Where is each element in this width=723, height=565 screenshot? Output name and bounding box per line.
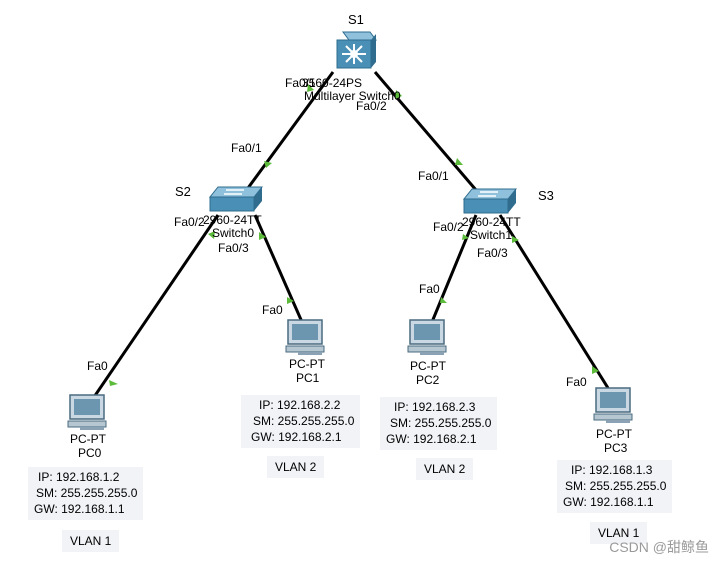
- port-label: Fa0/1: [418, 169, 449, 183]
- port-up-indicator: [307, 84, 314, 92]
- watermark: CSDN @甜鲸鱼: [609, 539, 709, 555]
- pc1-gw: GW: 192.168.2.1: [251, 430, 342, 444]
- port-up-indicator: [109, 380, 118, 386]
- link-s2-pc0: [90, 214, 220, 401]
- pc2-ip: IP: 192.168.2.3: [394, 400, 476, 414]
- port-up-indicator: [512, 236, 519, 243]
- port-label: Fa0: [262, 303, 283, 317]
- port-up-indicator: [462, 234, 469, 240]
- link-s1-s2: [246, 71, 335, 189]
- pc1-vlan: VLAN 2: [267, 456, 325, 478]
- link-s2-pc1: [253, 214, 304, 323]
- pc1-info: IP: 192.168.2.2 SM: 255.255.255.0 GW: 19…: [241, 395, 361, 448]
- port-label: Fa0/1: [231, 141, 262, 155]
- port-up-indicator: [287, 297, 294, 304]
- pc0-ip: IP: 192.168.1.2: [38, 470, 120, 484]
- port-label: Fa0: [87, 359, 108, 373]
- pc2-vlan: VLAN 2: [416, 458, 474, 480]
- multilayer-switch-icon[interactable]: [336, 31, 377, 69]
- pc1-sm: SM: 255.255.255.0: [253, 414, 355, 428]
- port-up-indicator: [208, 231, 215, 239]
- s1-name: S1: [348, 12, 364, 27]
- port-label: Fa0: [566, 375, 587, 389]
- link-s3-pc3: [498, 214, 610, 389]
- s2-name: S2: [175, 184, 191, 199]
- port-label: Fa0/2: [433, 220, 464, 234]
- port-up-indicator: [592, 366, 599, 374]
- pc3-info: IP: 192.168.1.3 SM: 255.255.255.0 GW: 19…: [557, 460, 673, 513]
- port-up-indicator: [440, 297, 447, 303]
- pc2-type: PC-PT: [410, 359, 446, 373]
- port-label: Fa0/2: [174, 215, 205, 229]
- pc-icon[interactable]: [285, 319, 325, 355]
- s2-model: 2960-24TT: [203, 213, 262, 227]
- port-up-indicator: [259, 232, 266, 240]
- s3-name: S3: [538, 188, 554, 203]
- s1-model: 3560-24PS: [302, 76, 363, 90]
- pc0-info: IP: 192.168.1.2 SM: 255.255.255.0 GW: 19…: [28, 467, 144, 520]
- pc3-name: PC3: [604, 441, 628, 455]
- pc0-name: PC0: [78, 446, 102, 460]
- pc3-ip: IP: 192.168.1.3: [571, 463, 653, 477]
- port-label: Fa0: [419, 282, 440, 296]
- switch-icon[interactable]: [462, 188, 518, 214]
- pc1-name: PC1: [296, 371, 320, 385]
- pc2-sm: SM: 255.255.255.0: [390, 416, 492, 430]
- pc0-type: PC-PT: [70, 432, 106, 446]
- pc-icon[interactable]: [593, 387, 633, 423]
- pc0-vlan: VLAN 1: [62, 530, 120, 552]
- port-up-indicator: [395, 90, 402, 99]
- switch-icon[interactable]: [208, 186, 264, 212]
- port-label: Fa0/1: [285, 76, 316, 90]
- s3-model: 2960-24TT: [462, 215, 521, 229]
- pc1-type: PC-PT: [289, 357, 325, 371]
- pc0-sm: SM: 255.255.255.0: [36, 486, 138, 500]
- port-up-indicator: [264, 161, 272, 168]
- pc2-gw: GW: 192.168.2.1: [386, 432, 477, 446]
- pc1-ip: IP: 192.168.2.2: [259, 398, 341, 412]
- pc3-gw: GW: 192.168.1.1: [563, 495, 654, 509]
- pc3-vlan: VLAN 1: [590, 522, 648, 544]
- port-label: Fa0/3: [477, 246, 508, 260]
- link-s1-s3: [373, 71, 478, 191]
- port-label: Fa0/3: [218, 241, 249, 255]
- port-label: Fa0/2: [356, 99, 387, 113]
- pc2-name: PC2: [416, 373, 440, 387]
- port-up-indicator: [455, 158, 463, 165]
- pc-icon[interactable]: [407, 319, 447, 355]
- pc-icon[interactable]: [67, 394, 107, 430]
- s1-model-name: Multilayer Switch0: [304, 89, 401, 103]
- pc3-sm: SM: 255.255.255.0: [565, 479, 667, 493]
- s3-model-name: Switch1: [470, 228, 513, 242]
- link-s3-pc2: [430, 214, 478, 323]
- pc2-info: IP: 192.168.2.3 SM: 255.255.255.0 GW: 19…: [380, 397, 498, 450]
- pc0-gw: GW: 192.168.1.1: [34, 502, 125, 516]
- s2-model-name: Switch0: [212, 226, 255, 240]
- pc3-type: PC-PT: [596, 427, 632, 441]
